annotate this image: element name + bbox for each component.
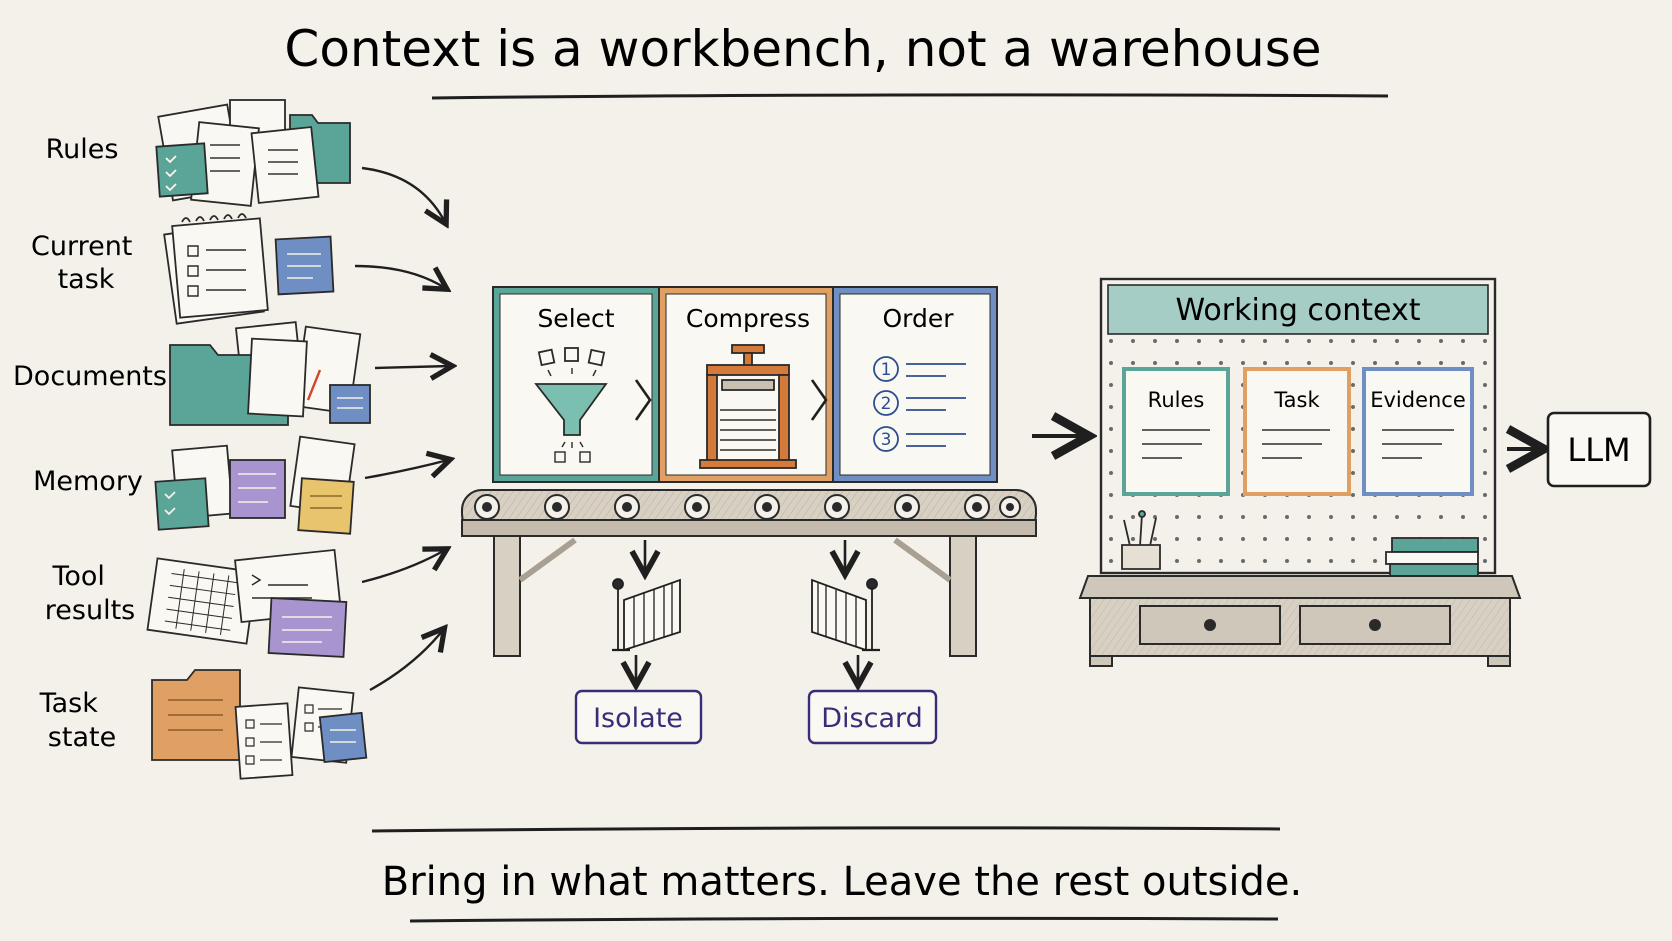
chevron-right-icon xyxy=(810,379,828,421)
isolate-branch xyxy=(612,540,681,683)
footer-rule-bottom xyxy=(409,916,1279,923)
source-tool-results-line-1: Tool xyxy=(51,561,104,592)
discard-branch xyxy=(811,540,880,683)
notebook-checklist-icon xyxy=(163,213,335,325)
source-task-state-line-1: Task xyxy=(39,688,99,719)
stage-order: Order 1 2 3 xyxy=(832,286,998,483)
source-label-tool-results: Tool results xyxy=(45,561,135,626)
title-underline xyxy=(431,93,1389,100)
arrow-tool-results xyxy=(361,550,445,584)
order-number-3: 3 xyxy=(881,430,892,450)
source-rules-line-1: Rules xyxy=(46,134,119,165)
stage-select-label: Select xyxy=(537,304,614,333)
source-current-task-line-1: Current xyxy=(31,231,132,262)
page-title: Context is a workbench, not a warehouse xyxy=(284,20,1321,78)
source-arrows xyxy=(354,166,450,692)
working-context-board: Working context Rules Task Evidence xyxy=(1099,277,1497,577)
arrow-current-task xyxy=(354,264,445,288)
source-task-state-line-2: state xyxy=(48,722,116,753)
folder-documents-icon xyxy=(169,321,371,426)
source-label-memory: Memory xyxy=(33,466,143,497)
working-card-rules-label: Rules xyxy=(1148,388,1205,412)
source-tool-results-line-2: results xyxy=(45,595,135,626)
discard-bin xyxy=(807,689,938,745)
stage-compress-label: Compress xyxy=(686,304,810,333)
footer-rule-top xyxy=(371,826,1281,833)
stage-select: Select xyxy=(492,286,660,483)
order-number-2: 2 xyxy=(881,394,892,414)
arrow-documents xyxy=(374,366,450,368)
stage-order-label: Order xyxy=(882,304,954,333)
working-card-task-label: Task xyxy=(1273,388,1320,412)
book-stack-icon xyxy=(1385,537,1479,577)
press-icon xyxy=(699,344,797,469)
source-current-task-line-2: task xyxy=(58,264,115,295)
arrow-task-state xyxy=(369,630,443,692)
isolate-label: Isolate xyxy=(593,703,683,734)
source-label-rules: Rules xyxy=(46,134,119,165)
arrow-memory xyxy=(364,460,448,480)
folder-checklist-icon xyxy=(151,669,368,780)
footer-tagline: Bring in what matters. Leave the rest ou… xyxy=(382,859,1302,905)
llm-label: LLM xyxy=(1567,431,1630,469)
working-context-title: Working context xyxy=(1176,293,1421,328)
spreadsheet-terminal-icon xyxy=(146,548,348,658)
source-label-task-state: Task state xyxy=(39,688,117,753)
working-card-rules xyxy=(1122,367,1230,496)
gate-icon xyxy=(612,578,681,652)
working-card-evidence xyxy=(1362,367,1474,496)
desk xyxy=(1078,575,1522,667)
conveyor-bench xyxy=(461,489,1037,657)
source-memory-line-1: Memory xyxy=(33,466,143,497)
discard-label: Discard xyxy=(821,703,923,734)
llm-box xyxy=(1546,411,1652,488)
working-card-evidence-label: Evidence xyxy=(1370,388,1466,412)
source-labels: Rules Current task Documents Memory Tool… xyxy=(13,134,167,753)
isolate-bin xyxy=(574,689,703,745)
chevron-right-icon xyxy=(634,379,652,421)
working-card-task xyxy=(1243,367,1351,496)
rules-documents-icon xyxy=(155,99,351,207)
order-number-1: 1 xyxy=(881,360,892,380)
source-label-documents: Documents xyxy=(13,361,167,392)
numbered-list-icon: 1 2 3 xyxy=(873,356,966,452)
source-label-current-task: Current task xyxy=(31,231,141,295)
sticky-notes-icon xyxy=(154,435,356,535)
funnel-icon xyxy=(534,347,608,463)
stage-compress: Compress xyxy=(658,286,834,483)
source-documents-line-1: Documents xyxy=(13,361,167,392)
pen-cup-icon xyxy=(1121,510,1161,570)
arrow-rules xyxy=(361,166,445,222)
gate-icon xyxy=(811,578,880,652)
